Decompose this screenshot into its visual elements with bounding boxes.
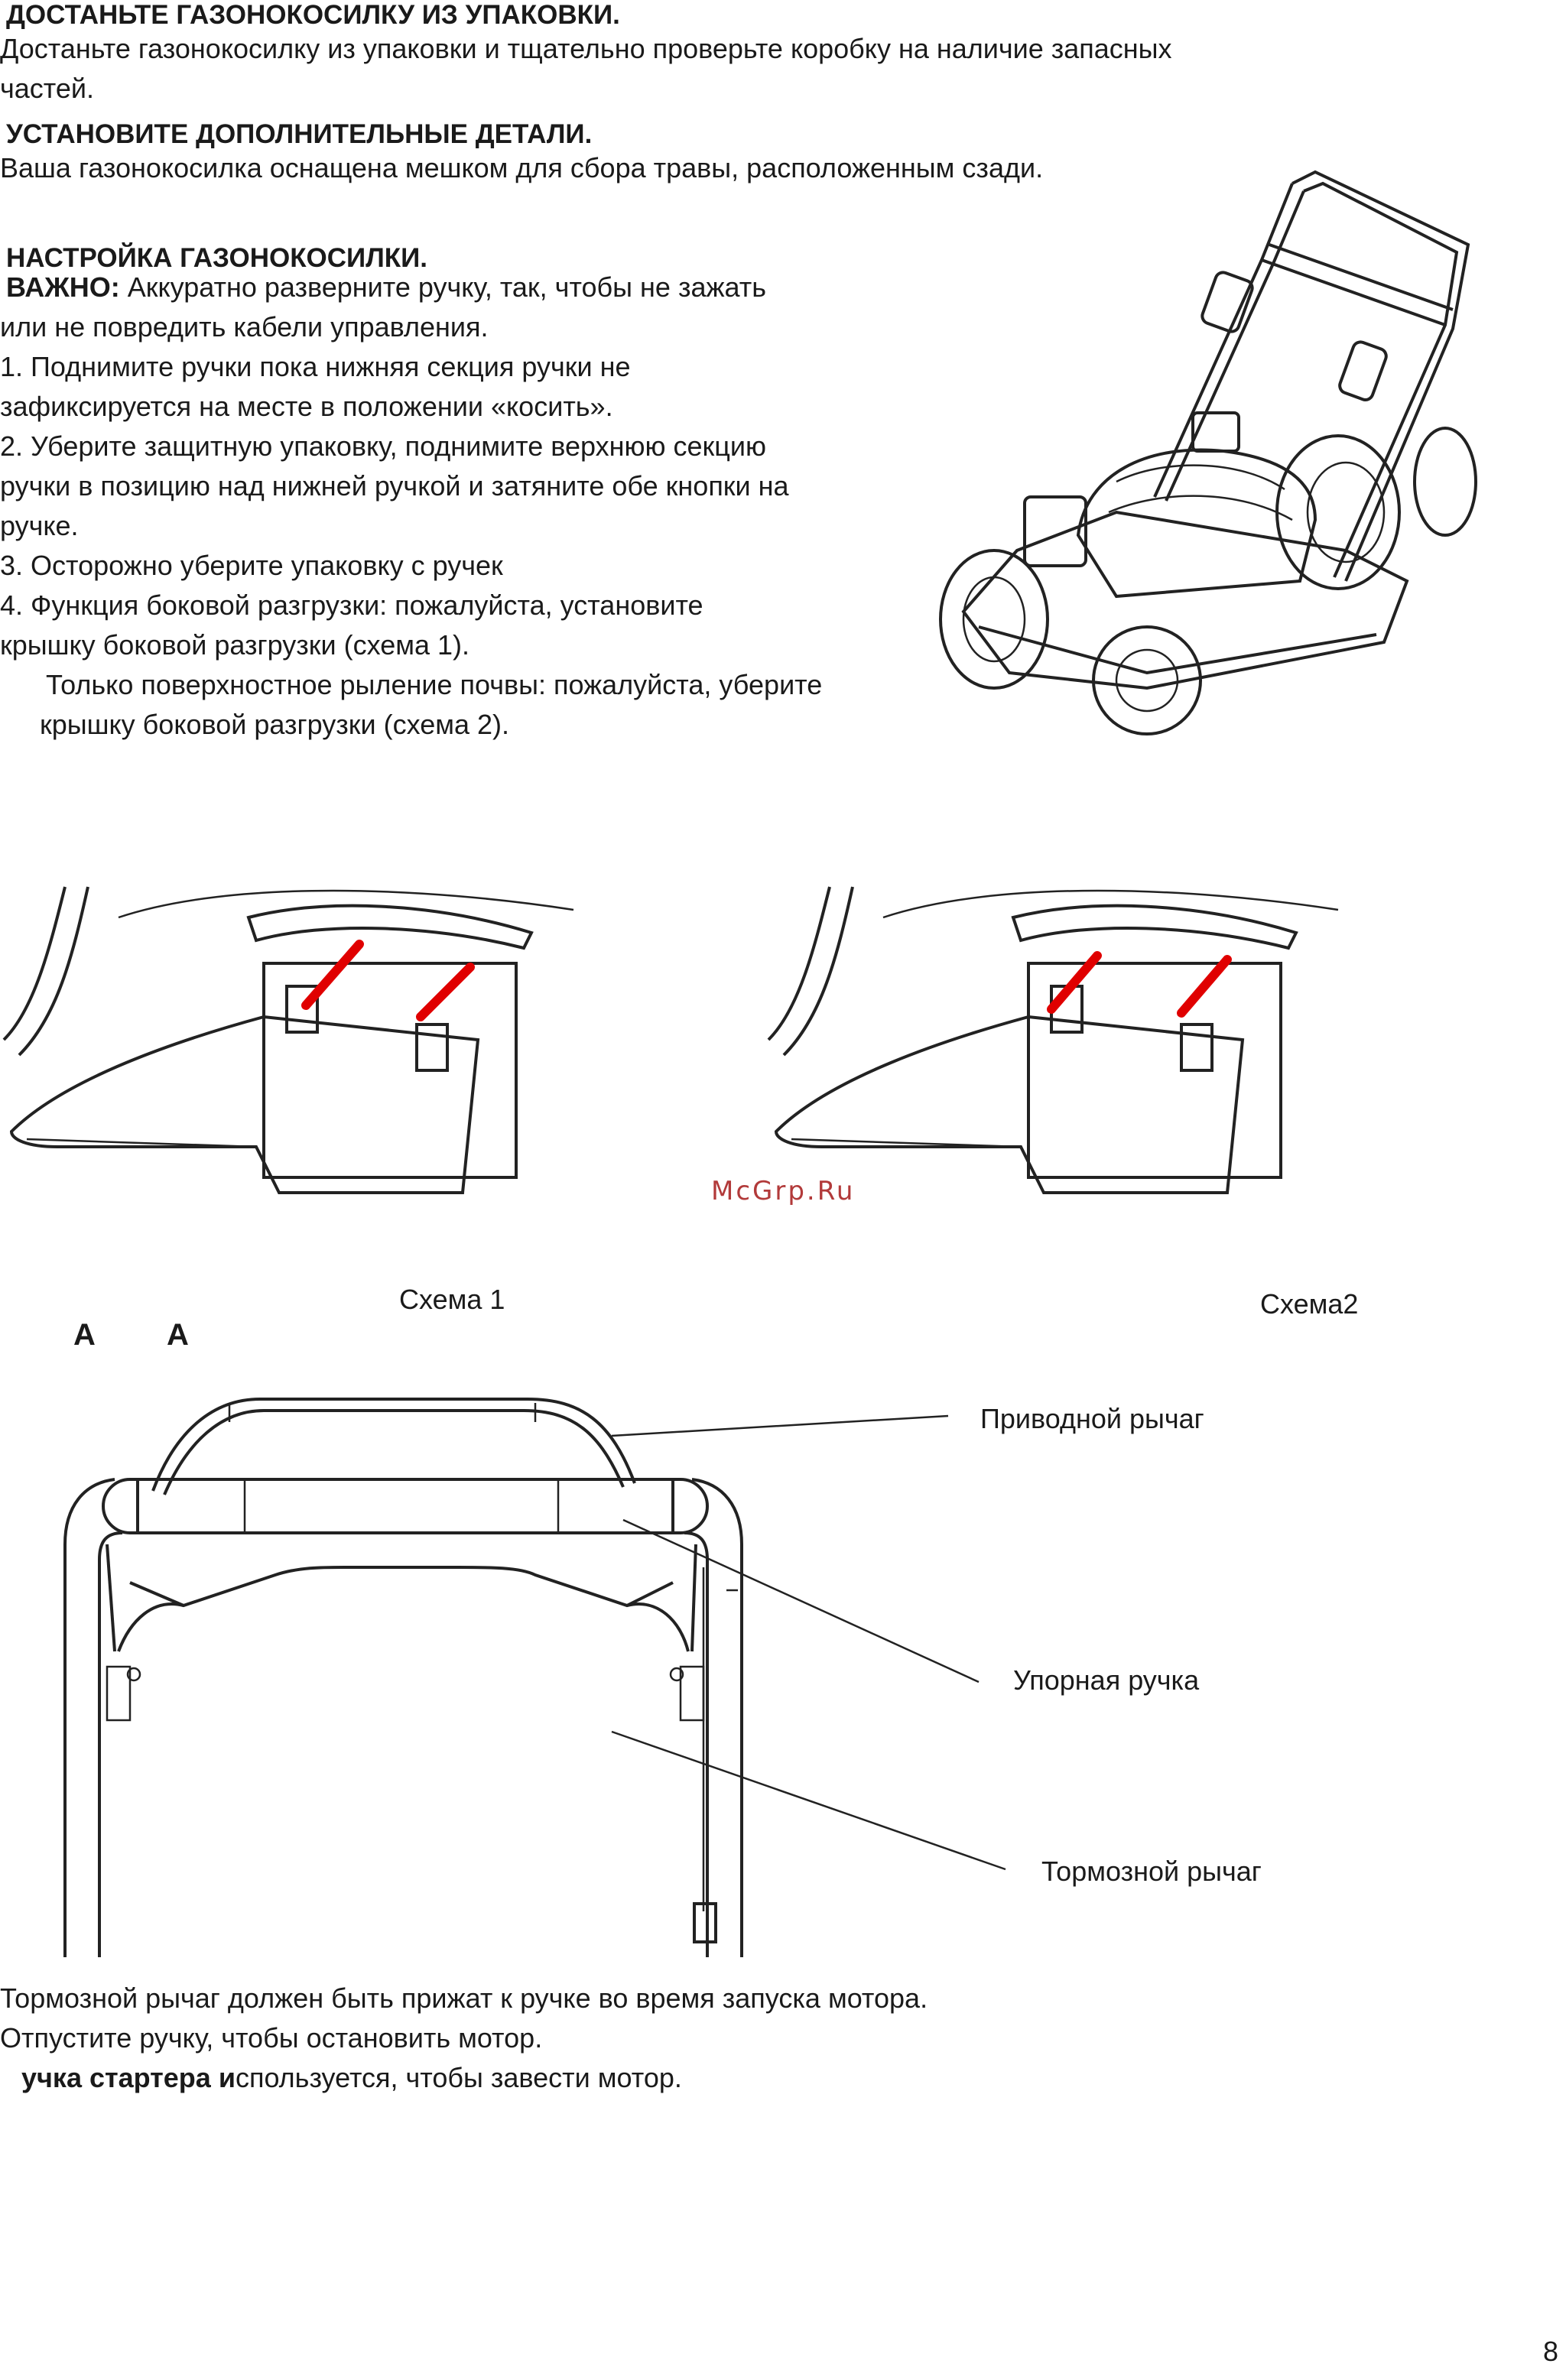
heading-unpack: ДОСТАНЬТЕ ГАЗОНОКОСИЛКУ ИЗ УПАКОВКИ. [6,0,620,30]
heading-setup: НАСТРОЙКА ГАЗОНОКОСИЛКИ. [6,243,428,273]
setup-line: крышку боковой разгрузки (схема 2). [40,709,510,740]
starter-note: учка стартера используется, чтобы завест… [21,2058,682,2098]
setup-line: или не повредить кабели управления. [0,311,489,343]
paragraph-unpack-line1: Достаньте газонокосилку из упаковки и тщ… [0,33,1172,64]
important-text: Аккуратно разверните ручку, так, чтобы н… [119,271,767,303]
caption-scheme2: Схема2 [1260,1288,1359,1320]
setup-line: зафиксируется на месте в положении «коси… [0,391,613,422]
label-drive-lever: Приводной рычаг [980,1403,1204,1434]
label-brake-lever: Тормозной рычаг [1041,1856,1262,1887]
caption-scheme1: Схема 1 [399,1284,505,1315]
scheme2-image [767,886,1339,1194]
page-number: 8 [1543,2336,1559,2367]
label-support-handle: Упорная ручка [1013,1664,1200,1696]
brake-note-line1: Тормозной рычаг должен быть прижат к руч… [0,1982,928,2014]
setup-line: Только поверхностное рыление почвы: пожа… [46,669,823,700]
setup-line: ручки в позицию над нижней ручкой и затя… [0,470,789,502]
setup-line: 3. Осторожно уберите упаковку с ручек [0,550,503,581]
marker-a-right: А [167,1318,189,1352]
paragraph-unpack-line2: частей. [0,73,94,104]
starter-note-rest: спользуется, чтобы завести мотор. [235,2062,682,2093]
scheme1-image [2,886,574,1194]
brake-note-line2: Отпустите ручку, чтобы остановить мотор. [0,2022,543,2054]
important-label: ВАЖНО: [6,271,120,303]
setup-line: ручке. [0,510,79,541]
starter-note-bold: учка стартера и [21,2062,236,2093]
setup-line: крышку боковой разгрузки (схема 1). [0,629,470,661]
important-note: ВАЖНО: Аккуратно разверните ручку, так, … [6,268,766,307]
watermark: McGrp.Ru [711,1176,856,1206]
setup-line: 2. Уберите защитную упаковку, поднимите … [0,430,767,462]
lawn-mower-illustration [939,170,1477,735]
setup-line: 4. Функция боковой разгрузки: пожалуйста… [0,589,703,621]
setup-line: 1. Поднимите ручки пока нижняя секция ру… [0,351,631,382]
paragraph-extra-parts: Ваша газонокосилка оснащена мешком для с… [0,152,1044,183]
marker-a-left: А [73,1318,96,1352]
heading-extra-parts: УСТАНОВИТЕ ДОПОЛНИТЕЛЬНЫЕ ДЕТАЛИ. [6,119,593,149]
handle-diagram [63,1398,1006,1957]
